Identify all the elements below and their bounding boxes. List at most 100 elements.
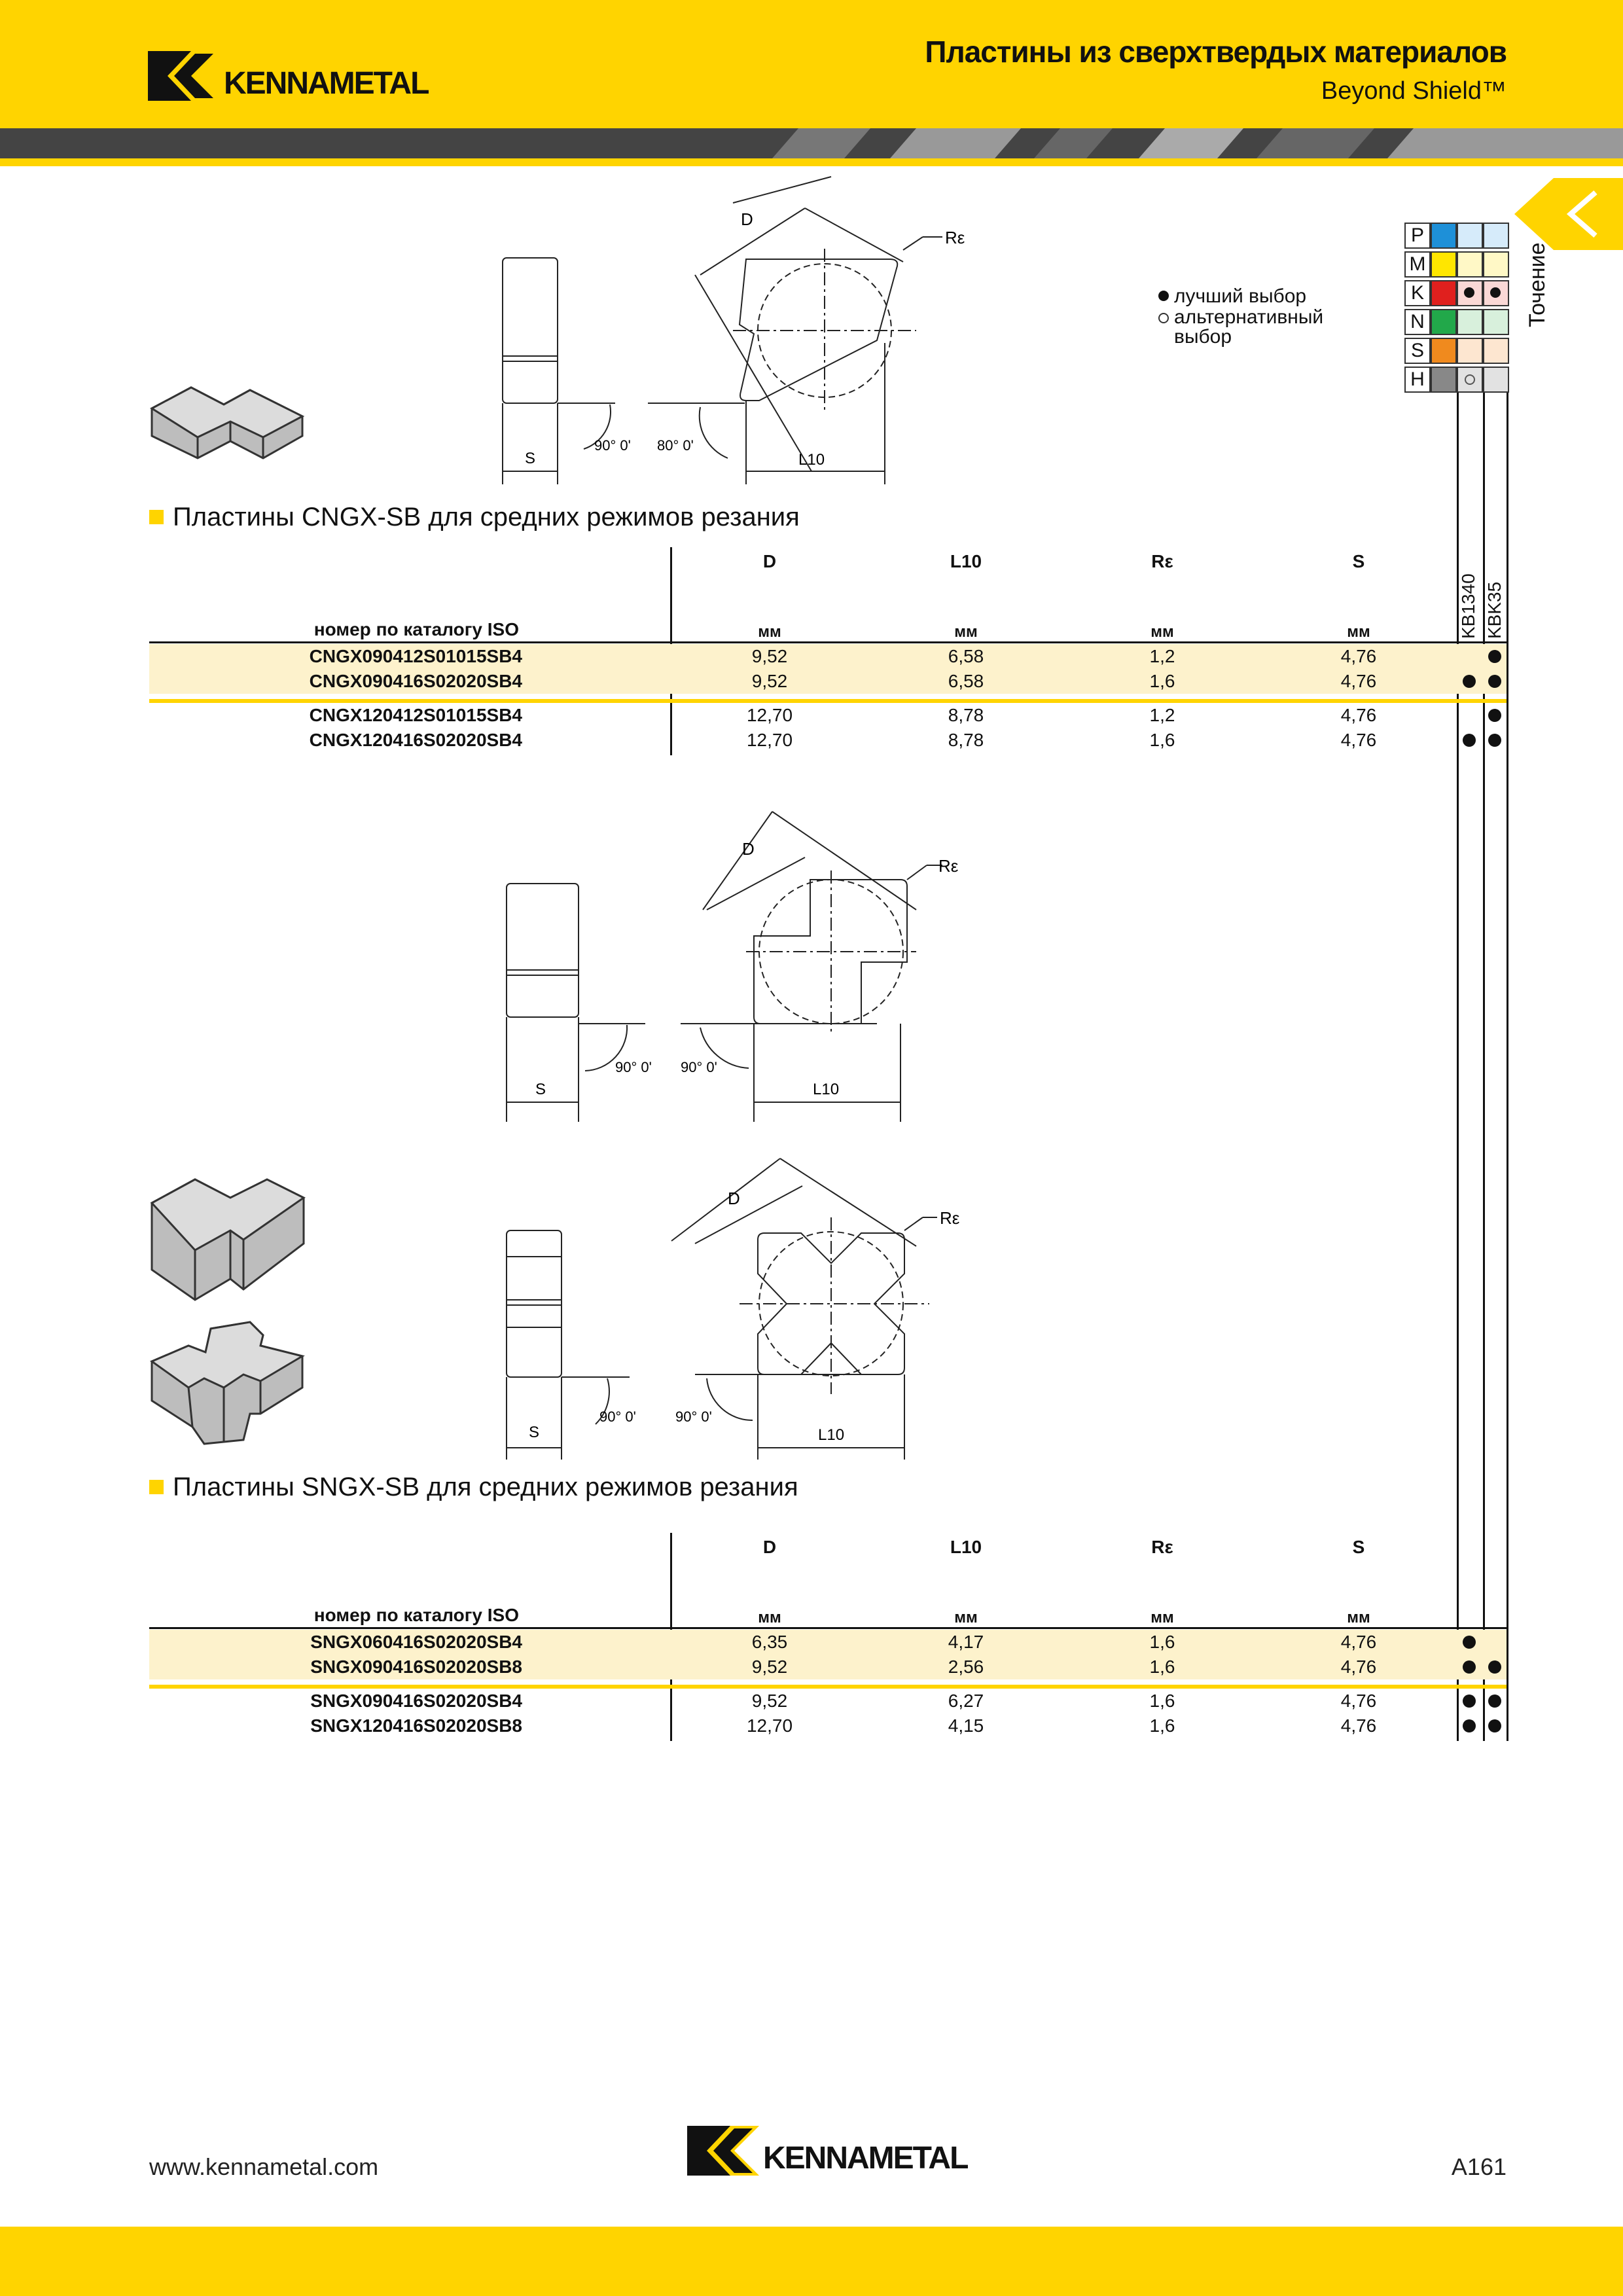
h-kb1340-alt-circle (1465, 374, 1475, 385)
group-k: K (1410, 282, 1424, 304)
page-title: Пластины из сверхтвердых материалов (925, 35, 1507, 69)
section1-col-d: D (762, 551, 777, 571)
section-marker-icon (149, 1480, 164, 1494)
best-choice-dot (1488, 734, 1501, 747)
section-marker-icon (149, 510, 164, 524)
kennametal-k-icon (687, 2126, 759, 2176)
best-choice-dot (1488, 1719, 1501, 1732)
swatch-k (1431, 280, 1457, 306)
best-choice-dot (1488, 1695, 1501, 1708)
header-stripe-yellow (0, 158, 1623, 166)
legend-best: лучший выбор (1174, 285, 1307, 307)
table-row: SNGX090416S02020SB8 9,52 2,56 1,6 4,76 (149, 1655, 1507, 1679)
section1-col-re: Rε (1151, 551, 1173, 571)
best-choice-dot (1488, 709, 1501, 722)
swatch-p (1431, 223, 1457, 249)
footer-url[interactable]: www.kennametal.com (149, 2153, 379, 2180)
label-angle-80: 80° 0' (657, 437, 694, 454)
grade-kbk35-label: KBK35 (1484, 581, 1505, 639)
material-grid: P M K N S H (1404, 223, 1509, 393)
grade-kb1340-label: KB1340 (1458, 573, 1478, 639)
table-row: CNGX090412S01015SB4 9,52 6,58 1,2 4,76 (149, 644, 1507, 669)
best-choice-dot (1463, 1660, 1476, 1674)
swatch-h (1431, 367, 1457, 393)
label-s: S (529, 1424, 539, 1441)
section2-catalog-header: номер по каталогу ISO (313, 1605, 519, 1625)
section1-unit-re: мм (1150, 623, 1174, 641)
section2-group-rule (149, 1685, 1507, 1689)
header-stripe (0, 128, 1623, 158)
label-angle-90: 90° 0' (599, 1408, 636, 1425)
label-angle-90: 90° 0' (615, 1059, 652, 1075)
k-kbk35-best-dot (1490, 287, 1501, 298)
group-n: N (1410, 311, 1425, 332)
grade-line-1 (1457, 393, 1459, 1741)
page-number: A161 (1451, 2153, 1507, 2180)
alternative-choice-icon (1158, 313, 1169, 323)
side-tab-label: Точение (1525, 242, 1550, 327)
sngx-cross-technical-drawing: D Rε S 90° 0' 90° 0' L10 (484, 1152, 982, 1466)
table-row: CNGX120412S01015SB4 12,70 8,78 1,2 4,76 (149, 703, 1507, 728)
section1-unit-s: мм (1347, 623, 1370, 641)
kennametal-k-icon (148, 51, 220, 101)
section1-group-rule (149, 699, 1507, 703)
section2-unit-re: мм (1150, 1609, 1174, 1626)
group-m: M (1409, 253, 1426, 275)
group-p: P (1410, 224, 1424, 246)
swatch-n (1431, 309, 1457, 335)
section2-unit-l10: мм (954, 1609, 978, 1626)
sngx-square-3d-insert-image (145, 1172, 309, 1306)
footer-band (0, 2227, 1623, 2296)
legend: лучший выбор альтернативный выбор (1158, 285, 1338, 347)
best-choice-icon (1158, 291, 1169, 301)
best-choice-dot (1463, 1695, 1476, 1708)
label-l10: L10 (818, 1426, 844, 1444)
legend-alternative: альтернативный выбор (1174, 306, 1324, 348)
chevron-left-icon (1514, 178, 1623, 250)
brand-name: KENNAMETAL (224, 66, 429, 101)
swatch-m (1431, 251, 1457, 278)
section2-unit-d: мм (758, 1609, 781, 1626)
best-choice-dot (1463, 1636, 1476, 1649)
cngx-technical-drawing: D Rε S 90° 0' 80° 0' L10 (484, 170, 982, 491)
footer-logo (687, 2125, 759, 2178)
table-row: SNGX060416S02020SB4 6,35 4,17 1,6 4,76 (149, 1630, 1507, 1655)
grade-line-3 (1507, 393, 1508, 1741)
section1-unit-l10: мм (954, 623, 978, 641)
group-s: S (1410, 340, 1424, 361)
section2-title: Пластины SNGX-SB для средних режимов рез… (149, 1473, 798, 1502)
sngx-square-technical-drawing: D Rε S 90° 0' 90° 0' L10 (484, 798, 982, 1126)
best-choice-dot (1488, 1660, 1501, 1674)
label-re: Rε (938, 856, 959, 876)
label-l10: L10 (813, 1081, 839, 1098)
best-choice-dot (1463, 1719, 1476, 1732)
k-kb1340-best-dot (1464, 287, 1474, 298)
side-tab-arrow (1514, 178, 1623, 250)
section2-header-rule (149, 1627, 1507, 1629)
group-h: H (1410, 368, 1425, 390)
label-d: D (728, 1189, 740, 1208)
section2-col-l10: L10 (950, 1537, 982, 1557)
table-row: SNGX120416S02020SB8 12,70 4,15 1,6 4,76 (149, 1713, 1507, 1738)
kennametal-logo (148, 50, 423, 103)
best-choice-dot (1463, 675, 1476, 688)
label-angle-90-b: 90° 0' (681, 1059, 717, 1075)
section2-col-s: S (1352, 1537, 1365, 1557)
best-choice-dot (1488, 675, 1501, 688)
cngx-3d-insert-image (145, 382, 309, 484)
label-d: D (741, 209, 753, 229)
section1-col-l10: L10 (950, 551, 982, 571)
best-choice-dot (1463, 734, 1476, 747)
best-choice-dot (1488, 650, 1501, 663)
sngx-cross-3d-insert-image (145, 1316, 309, 1450)
label-s: S (535, 1081, 546, 1098)
header-band (0, 0, 1623, 128)
table-row: SNGX090416S02020SB4 9,52 6,27 1,6 4,76 (149, 1689, 1507, 1713)
label-s: S (525, 450, 535, 467)
label-re: Rε (945, 228, 965, 247)
section1-catalog-header: номер по каталогу ISO (313, 619, 519, 639)
section2-col-d: D (762, 1537, 777, 1557)
section1-title: Пластины CNGX-SB для средних режимов рез… (149, 503, 800, 532)
label-re: Rε (940, 1208, 960, 1228)
section2-unit-s: мм (1347, 1609, 1370, 1626)
